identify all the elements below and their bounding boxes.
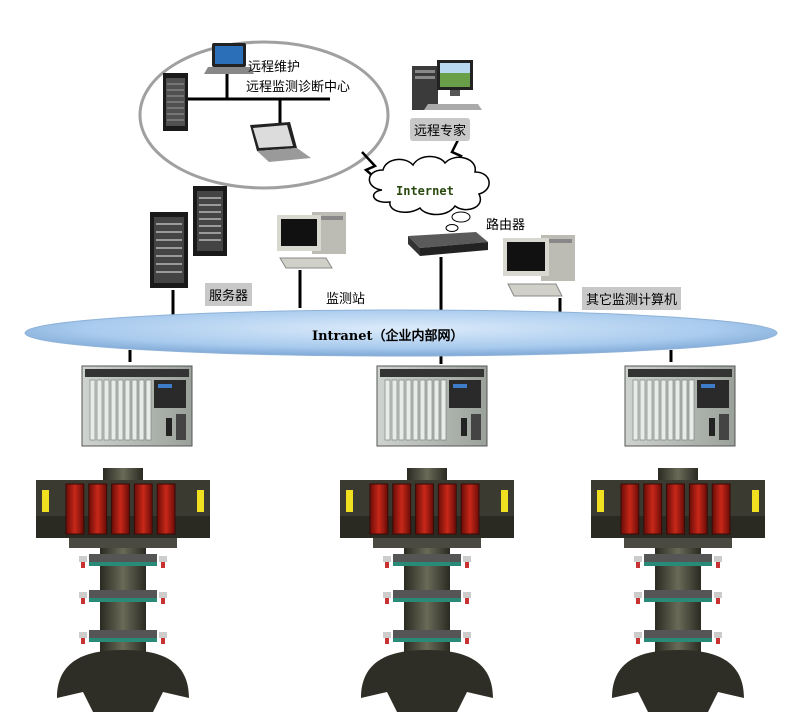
- server-rack-icon: [150, 186, 227, 288]
- turbine-rotor-icon: [36, 468, 210, 712]
- remote-diagnosis-center-label: 远程监测诊断中心: [246, 80, 351, 95]
- monitoring-cabinet-icon: [376, 365, 488, 447]
- intranet-bus: [24, 309, 778, 357]
- center-laptop-bottom-icon: [250, 122, 311, 162]
- router-label: 路由器: [486, 218, 526, 233]
- remote-expert-label: 远程专家: [410, 118, 471, 141]
- center-server-icon: [163, 73, 188, 131]
- internet-cloud: [368, 155, 490, 216]
- monitoring-cabinet-icon: [624, 365, 736, 447]
- remote-expert-computer-icon: [412, 60, 482, 110]
- server-label: 服务器: [205, 283, 253, 306]
- router-icon: [408, 232, 488, 256]
- other-computer-icon: [503, 235, 575, 297]
- remote-maintenance-label: 远程维护: [248, 60, 301, 75]
- other-computers-label: 其它监测计算机: [582, 287, 682, 310]
- turbine-rotor-icon: [591, 468, 765, 712]
- intranet-connectors: [128, 257, 673, 364]
- monitor-station-computer-icon: [277, 212, 346, 269]
- monitoring-cabinet-icon: [81, 365, 193, 447]
- monitor-station-label: 监测站: [326, 292, 366, 307]
- internet-label: Internet: [396, 184, 454, 198]
- center-laptop-top-icon: [204, 43, 254, 74]
- turbine-rotor-icon: [340, 468, 514, 712]
- remote-center-bubble: [138, 40, 390, 190]
- intranet-label: Intranet（企业内部网）: [312, 329, 464, 344]
